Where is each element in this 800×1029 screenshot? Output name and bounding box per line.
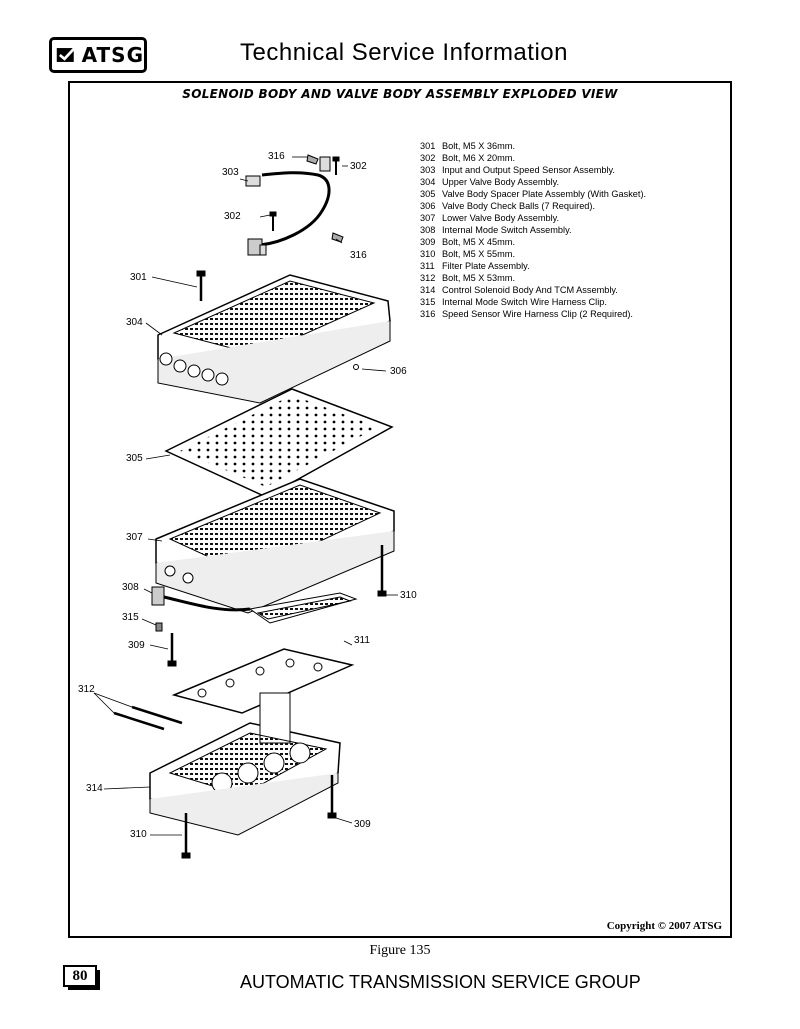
callout-308: 308	[122, 582, 139, 593]
legend-item: 303 Input and Output Speed Sensor Assembl…	[420, 164, 646, 176]
callout-309-mid: 309	[128, 640, 145, 651]
internal-mode-switch	[151, 586, 358, 624]
legend-text: Bolt, M6 X 20mm.	[442, 153, 516, 163]
logo-text: ATSG	[81, 43, 144, 67]
legend-number: 306	[420, 201, 436, 211]
page-number: 80	[63, 965, 100, 990]
callout-302-top: 302	[350, 161, 367, 172]
callout-309-lower: 309	[354, 819, 371, 830]
legend-text: Lower Valve Body Assembly.	[442, 213, 560, 223]
legend-number: 316	[420, 309, 436, 319]
legend-item: 314 Control Solenoid Body And TCM Assembl…	[420, 284, 646, 296]
control-solenoid-body	[149, 692, 341, 836]
callout-311: 311	[354, 635, 370, 646]
upper-valve-body	[157, 274, 391, 404]
bolts-312	[113, 705, 183, 731]
diagram-title: Solenoid Body And Valve Body Assembly Ex…	[182, 87, 618, 101]
bolt-301	[196, 270, 206, 301]
bolt-310-upper	[377, 545, 387, 597]
legend-number: 304	[420, 177, 436, 187]
clip-316-top	[306, 154, 319, 165]
legend-item: 308 Internal Mode Switch Assembly.	[420, 224, 646, 236]
filter-plate	[171, 648, 355, 714]
bolt-309-mid	[167, 633, 177, 667]
legend-item: 310 Bolt, M5 X 55mm.	[420, 248, 646, 260]
callout-307: 307	[126, 532, 143, 543]
callout-316-lower: 316	[350, 250, 367, 261]
diagram-frame: Solenoid Body And Valve Body Assembly Ex…	[68, 81, 732, 938]
atsg-logo: ATSG	[49, 37, 147, 73]
callout-306: 306	[390, 366, 407, 377]
legend-number: 310	[420, 249, 436, 259]
harness-clip-315	[155, 622, 163, 632]
lower-valve-body	[155, 478, 395, 614]
bolt-302-top	[332, 156, 340, 175]
footer-title: AUTOMATIC TRANSMISSION SERVICE GROUP	[240, 972, 641, 992]
callout-302-mid: 302	[224, 211, 241, 222]
legend-number: 303	[420, 165, 436, 175]
page-title: Technical Service Information	[240, 39, 568, 66]
callout-310-lower: 310	[130, 829, 147, 840]
legend-number: 309	[420, 237, 436, 247]
legend-number: 308	[420, 225, 436, 235]
callout-312: 312	[78, 684, 95, 695]
check-flag-icon	[56, 46, 77, 62]
bolt-302-mid	[269, 211, 277, 231]
legend-number: 311	[420, 261, 435, 271]
legend-number: 305	[420, 189, 436, 199]
legend-item: 311 Filter Plate Assembly.	[420, 260, 646, 272]
legend-item: 304 Upper Valve Body Assembly.	[420, 176, 646, 188]
legend-item: 312 Bolt, M5 X 53mm.	[420, 272, 646, 284]
clip-316-lower	[331, 232, 344, 243]
legend-text: Bolt, M5 X 53mm.	[442, 273, 516, 283]
figure-caption: Figure 135	[369, 943, 431, 958]
legend-item: 305 Valve Body Spacer Plate Assembly (Wit…	[420, 188, 646, 200]
legend-text: Input and Output Speed Sensor Assembly.	[442, 165, 615, 175]
legend-text: Internal Mode Switch Wire Harness Clip.	[442, 297, 607, 307]
callout-301: 301	[130, 272, 147, 283]
legend-text: Valve Body Check Balls (7 Required).	[442, 201, 596, 211]
callout-304: 304	[126, 317, 143, 328]
legend-number: 301	[420, 141, 436, 151]
callout-310-upper: 310	[400, 590, 417, 601]
speed-sensor-harness	[245, 156, 331, 256]
legend-text: Upper Valve Body Assembly.	[442, 177, 560, 187]
exploded-view-drawing	[93, 154, 398, 859]
legend-text: Speed Sensor Wire Harness Clip (2 Requir…	[442, 309, 633, 319]
legend-item: 307 Lower Valve Body Assembly.	[420, 212, 646, 224]
legend-text: Bolt, M5 X 36mm.	[442, 141, 516, 151]
callout-316-top: 316	[268, 151, 285, 162]
legend-text: Filter Plate Assembly.	[442, 261, 530, 271]
legend-item: 309 Bolt, M5 X 45mm.	[420, 236, 646, 248]
check-ball	[353, 364, 359, 370]
legend-text: Bolt, M5 X 55mm.	[442, 249, 516, 259]
legend-item: 301 Bolt, M5 X 36mm.	[420, 140, 646, 152]
bolt-309-lower	[327, 775, 337, 819]
legend-item: 302 Bolt, M6 X 20mm.	[420, 152, 646, 164]
legend-number: 314	[420, 285, 436, 295]
callout-315: 315	[122, 612, 139, 623]
callout-303: 303	[222, 167, 239, 178]
legend-number: 312	[420, 273, 436, 283]
legend-text: Control Solenoid Body And TCM Assembly.	[442, 285, 618, 295]
legend-number: 302	[420, 153, 436, 163]
copyright: Copyright © 2007 ATSG	[606, 920, 722, 932]
legend-item: 306 Valve Body Check Balls (7 Required).	[420, 200, 646, 212]
callout-314: 314	[86, 783, 103, 794]
legend-item: 316 Speed Sensor Wire Harness Clip (2 Req…	[420, 308, 646, 320]
legend-text: Bolt, M5 X 45mm.	[442, 237, 516, 247]
legend-number: 307	[420, 213, 436, 223]
legend-number: 315	[420, 297, 436, 307]
bolt-310-lower	[181, 813, 191, 859]
legend-text: Valve Body Spacer Plate Assembly (With G…	[442, 189, 647, 199]
callout-305: 305	[126, 453, 143, 464]
legend-item: 315 Internal Mode Switch Wire Harness Cli…	[420, 296, 646, 308]
legend-text: Internal Mode Switch Assembly.	[442, 225, 572, 235]
leader-lines	[93, 156, 398, 836]
spacer-plate	[164, 388, 394, 498]
